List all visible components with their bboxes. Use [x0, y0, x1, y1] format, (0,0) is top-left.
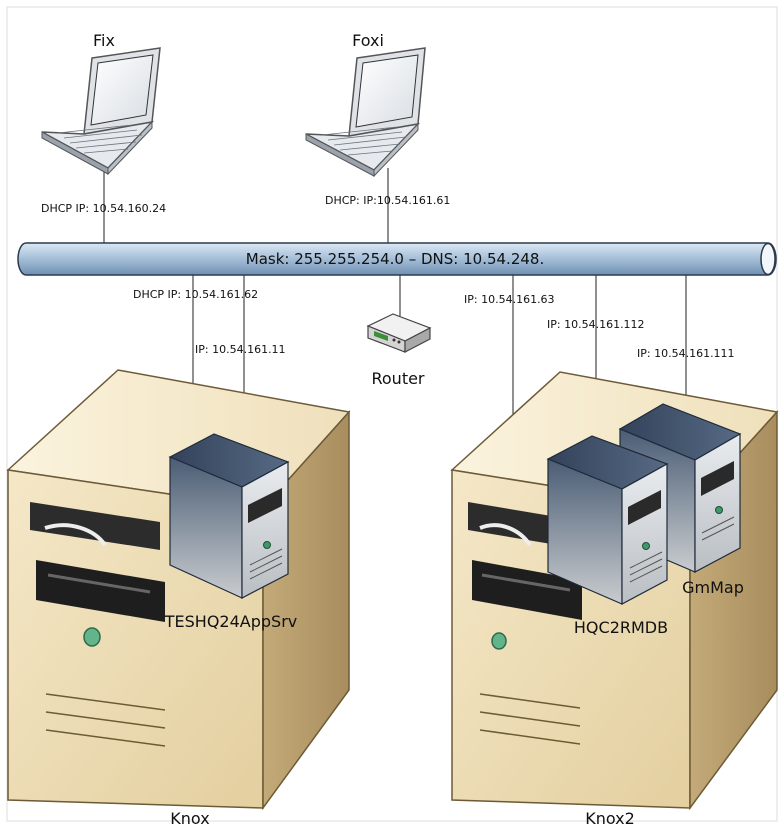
knox2-server-icon [450, 371, 779, 811]
gmmap-ip: IP: 10.54.161.111 [637, 347, 735, 360]
knox-server-icon [6, 369, 351, 811]
laptop-fix-icon [41, 47, 161, 176]
teshq24appsrv-ip: IP: 10.54.161.11 [195, 343, 286, 356]
network-bus-label: Mask: 255.255.254.0 – DNS: 10.54.248. [246, 250, 544, 268]
teshq24appsrv-name: TESHQ24AppSrv [164, 612, 297, 631]
hqc2rmdb-ip: IP: 10.54.161.112 [547, 318, 645, 331]
laptop-fix-ip: DHCP IP: 10.54.160.24 [41, 202, 166, 215]
teshq24appsrv-vm-icon [168, 433, 290, 599]
hqc2rmdb-vm-icon [546, 435, 669, 605]
laptop-foxi-ip: DHCP: IP:10.54.161.61 [325, 194, 450, 207]
knox2-name: Knox2 [585, 809, 635, 828]
laptop-foxi-icon [305, 47, 426, 178]
hqc2rmdb-name: HQC2RMDB [574, 618, 668, 637]
gmmap-name: GmMap [682, 578, 744, 597]
network-bus [17, 242, 777, 276]
knox-name: Knox [170, 809, 209, 828]
router-icon [366, 313, 432, 353]
knox-ip: DHCP IP: 10.54.161.62 [133, 288, 258, 301]
laptop-foxi-name: Foxi [352, 31, 384, 50]
knox2-ip: IP: 10.54.161.63 [464, 293, 555, 306]
router-name: Router [371, 369, 424, 388]
laptop-fix-name: Fix [93, 31, 115, 50]
